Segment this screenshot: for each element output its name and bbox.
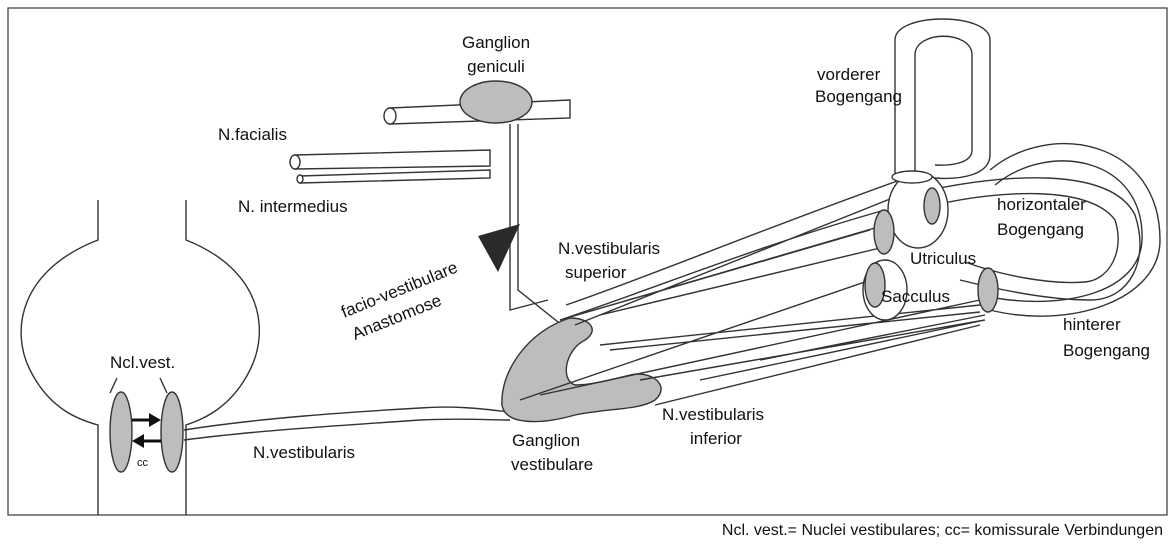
label-vest-superior-2: superior [565, 263, 627, 282]
label-cc: cc [137, 457, 149, 469]
label-vorderer-1: vorderer [817, 65, 881, 84]
label-ganglion-vest-2: vestibulare [511, 455, 593, 474]
label-ganglion-vest-1: Ganglion [512, 431, 580, 450]
label-hinterer-2: Bogengang [1063, 341, 1150, 360]
ampulla-utriculus [874, 210, 894, 254]
anastomosis-marker-triangle [478, 224, 520, 272]
n-facialis-nerve [290, 150, 490, 169]
ampulla-posterior [978, 268, 998, 312]
label-vest-inferior-1: N.vestibularis [662, 405, 764, 424]
n-vestibularis-trunk [184, 407, 510, 440]
label-ganglion-geniculi-2: geniculi [467, 57, 525, 76]
label-utriculus: Utriculus [910, 249, 976, 268]
ncl-vest-pointer-left [110, 378, 117, 393]
ganglion-vestibulare [502, 318, 661, 422]
label-ncl-vest: Ncl.vest. [110, 353, 175, 372]
vorderer-bogengang [895, 19, 990, 178]
label-hinterer-1: hinterer [1063, 315, 1121, 334]
label-horizontaler-2: Bogengang [997, 220, 1084, 239]
label-n-intermedius: N. intermedius [238, 197, 348, 216]
commissural-arrows [132, 413, 161, 448]
label-n-facialis: N.facialis [218, 125, 287, 144]
label-vorderer-2: Bogengang [815, 87, 902, 106]
facio-vestibular-anastomosis [510, 124, 568, 330]
label-vest-superior-1: N.vestibularis [558, 239, 660, 258]
vestibular-nucleus-left [110, 392, 132, 472]
ampulla-anterior [892, 171, 932, 183]
label-sacculus: Sacculus [881, 287, 950, 306]
label-vest-inferior-2: inferior [690, 429, 742, 448]
ampulla-horizontal [924, 188, 940, 224]
label-n-vestibularis: N.vestibularis [253, 443, 355, 462]
ganglion-geniculi [460, 81, 532, 123]
n-intermedius-nerve [297, 170, 490, 183]
ncl-vest-pointer-right [160, 378, 167, 393]
vestibular-nucleus-right [161, 392, 183, 472]
caption: Ncl. vest.= Nuclei vestibulares; cc= kom… [722, 522, 1163, 539]
label-horizontaler-1: horizontaler [997, 195, 1086, 214]
label-ganglion-geniculi-1: Ganglion [462, 33, 530, 52]
